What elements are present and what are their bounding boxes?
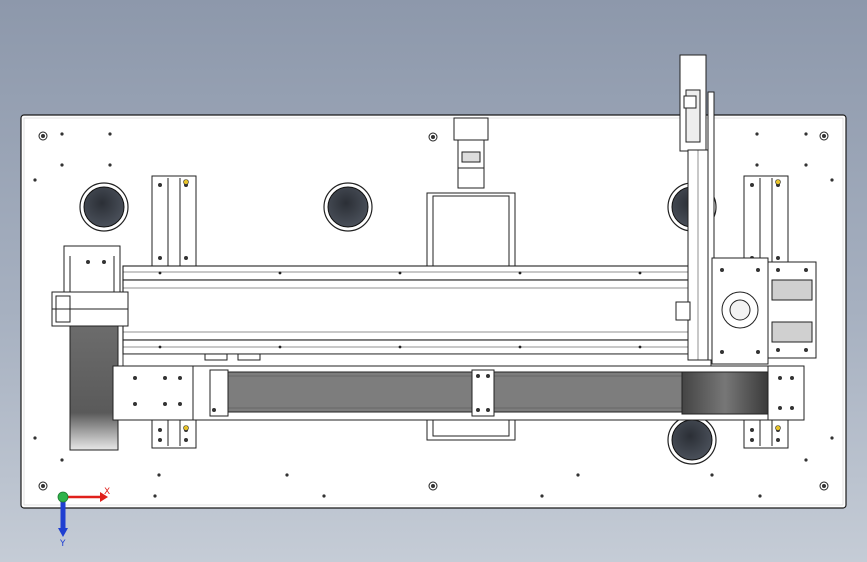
center-motor-assembly [426, 117, 516, 441]
conveyor-bolts [212, 374, 490, 412]
vertical-actuator [679, 54, 715, 361]
bracket-bolts [158, 179, 781, 442]
rail-ticks [158, 271, 642, 361]
axis-y-label: Y [59, 539, 66, 549]
mounting-bolts [33, 131, 834, 498]
right-head-assembly [675, 257, 817, 421]
axis-x-label: X [104, 487, 110, 497]
left-drive-bolts [86, 260, 182, 406]
left-drive-assembly [51, 245, 194, 451]
main-linear-rail [122, 265, 712, 367]
conveyor-belt [192, 365, 774, 421]
axis-triad: X Y [57, 487, 110, 549]
right-head-bolts [720, 268, 808, 410]
